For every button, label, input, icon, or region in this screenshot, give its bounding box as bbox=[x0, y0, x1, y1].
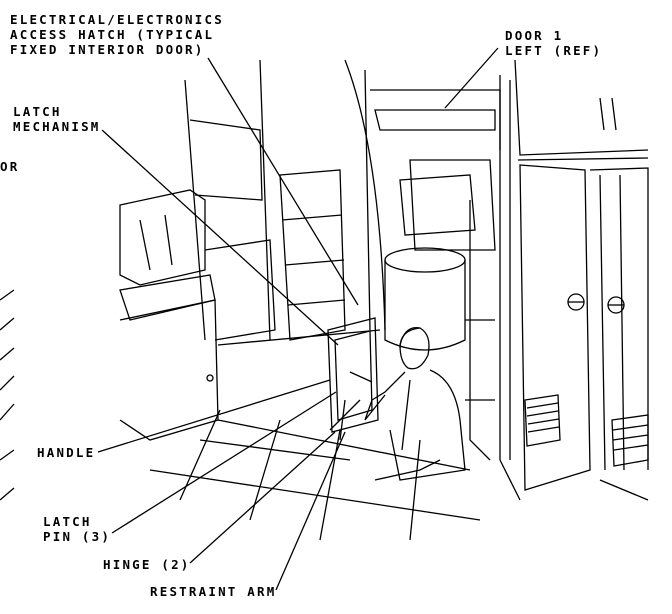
label-line: MECHANISM bbox=[13, 119, 101, 134]
label-line: DOOR 1 bbox=[505, 28, 564, 43]
partial-label: OR bbox=[0, 159, 20, 174]
technician-figure bbox=[349, 326, 466, 481]
label-line: ELECTRICAL/ELECTRONICS bbox=[10, 12, 224, 27]
access-hatch-door bbox=[327, 317, 379, 441]
label-line: LEFT (REF) bbox=[505, 43, 603, 58]
label-line: ACCESS HATCH (TYPICAL bbox=[10, 27, 215, 42]
label-line: FIXED INTERIOR DOOR) bbox=[10, 42, 205, 57]
hinge-label: HINGE (2) bbox=[103, 557, 191, 572]
floor bbox=[149, 329, 481, 541]
label-line: PIN (3) bbox=[43, 529, 112, 544]
seats-left bbox=[119, 189, 276, 441]
galley-cabinets-right bbox=[499, 59, 649, 501]
label-line: LATCH bbox=[43, 514, 92, 529]
handle-label: HANDLE bbox=[37, 445, 96, 460]
leader-lines bbox=[97, 47, 499, 591]
label-line: LATCH bbox=[13, 104, 62, 119]
restraint-arm-label: RESTRAINT ARM bbox=[150, 584, 277, 599]
cabin-structure bbox=[184, 59, 511, 461]
left-edge-detail bbox=[0, 289, 15, 501]
